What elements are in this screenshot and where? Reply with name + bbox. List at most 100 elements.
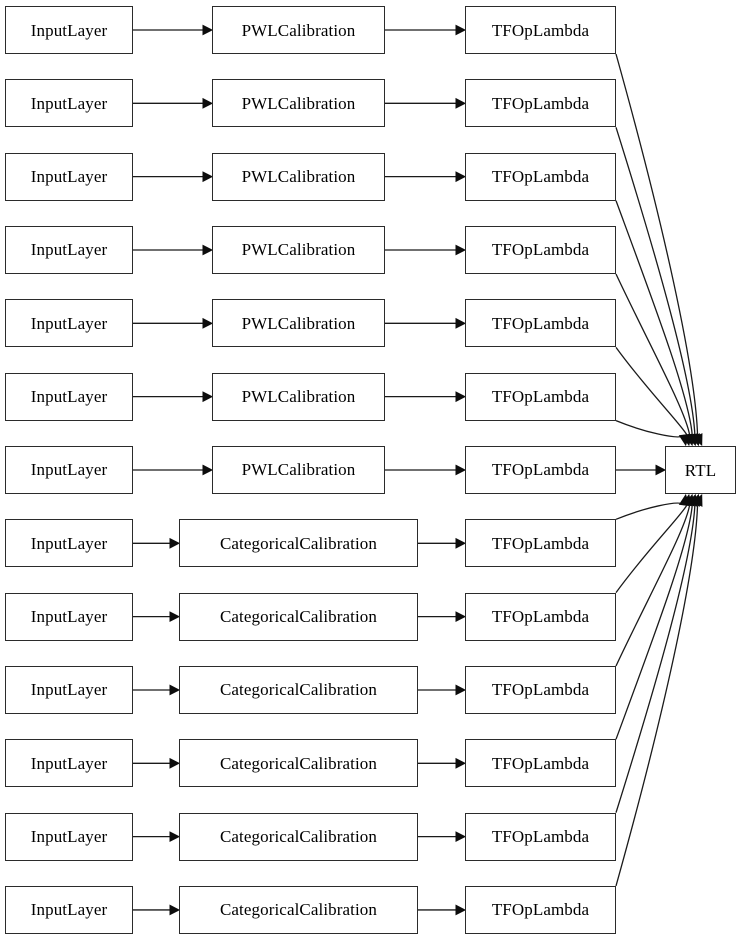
edge-tfoplambda-to-rtl-1-arrowhead — [689, 433, 700, 447]
edge-tfoplambda-to-rtl-8-arrowhead — [681, 493, 693, 507]
node-input-layer-6[interactable]: InputLayer — [5, 445, 133, 494]
node-input-layer-2[interactable]: InputLayer — [5, 152, 133, 201]
edge-tfoplambda-to-rtl-7 — [615, 502, 685, 520]
node-input-layer-5[interactable]: InputLayer — [5, 372, 133, 421]
node-tfoplambda-11[interactable]: TFOpLambda — [465, 812, 616, 861]
edge-tfoplambda-to-rtl-11-arrowhead — [689, 493, 700, 507]
edge-tfoplambda-to-rtl-10-arrowhead — [686, 493, 698, 507]
node-categorical-calibration-8-label: CategoricalCalibration — [219, 607, 378, 627]
node-pwl-calibration-0[interactable]: PWLCalibration — [212, 6, 385, 54]
node-input-layer-4-label: InputLayer — [30, 313, 108, 333]
node-pwl-calibration-5-label: PWLCalibration — [241, 387, 356, 407]
node-tfoplambda-6-label: TFOpLambda — [491, 460, 590, 480]
node-input-layer-0[interactable]: InputLayer — [5, 6, 133, 54]
node-tfoplambda-4[interactable]: TFOpLambda — [465, 299, 616, 348]
node-input-layer-3[interactable]: InputLayer — [5, 225, 133, 274]
node-input-layer-9-label: InputLayer — [30, 680, 108, 700]
edge-calibration-to-tfoplambda-8-arrowhead — [455, 611, 467, 623]
edge-tfoplambda-to-rtl-10 — [615, 504, 693, 740]
node-tfoplambda-0[interactable]: TFOpLambda — [465, 6, 616, 54]
node-categorical-calibration-11[interactable]: CategoricalCalibration — [179, 812, 418, 861]
node-tfoplambda-9[interactable]: TFOpLambda — [465, 665, 616, 714]
edge-tfoplambda-to-rtl-0-arrowhead — [692, 433, 703, 447]
edge-tfoplambda-to-rtl-3-arrowhead — [684, 433, 695, 447]
edge-tfoplambda-to-rtl-9 — [615, 504, 691, 667]
edge-tfoplambda-to-rtl-6-arrowhead — [655, 464, 667, 476]
node-pwl-calibration-1[interactable]: PWLCalibration — [212, 79, 385, 128]
edge-tfoplambda-to-rtl-2 — [615, 200, 693, 436]
node-input-layer-1[interactable]: InputLayer — [5, 79, 133, 128]
edge-input-to-calibration-9-arrowhead — [169, 684, 181, 696]
node-tfoplambda-12[interactable]: TFOpLambda — [465, 885, 616, 934]
node-input-layer-5-label: InputLayer — [30, 387, 108, 407]
node-tfoplambda-11-label: TFOpLambda — [491, 827, 590, 847]
edge-tfoplambda-to-rtl-4-arrowhead — [681, 433, 693, 447]
node-tfoplambda-3[interactable]: TFOpLambda — [465, 225, 616, 274]
edge-calibration-to-tfoplambda-9-arrowhead — [455, 684, 467, 696]
edge-tfoplambda-to-rtl-5-arrowhead — [678, 433, 690, 447]
edge-tfoplambda-to-rtl-11 — [615, 504, 696, 813]
edge-tfoplambda-to-rtl-5 — [615, 420, 685, 438]
node-categorical-calibration-11-label: CategoricalCalibration — [219, 827, 378, 847]
node-input-layer-10[interactable]: InputLayer — [5, 739, 133, 788]
node-rtl[interactable]: RTL — [665, 446, 736, 494]
node-input-layer-7[interactable]: InputLayer — [5, 519, 133, 568]
node-categorical-calibration-9-label: CategoricalCalibration — [219, 680, 378, 700]
node-tfoplambda-1-label: TFOpLambda — [491, 93, 590, 113]
node-categorical-calibration-9[interactable]: CategoricalCalibration — [179, 665, 418, 714]
node-tfoplambda-2[interactable]: TFOpLambda — [465, 152, 616, 201]
node-input-layer-6-label: InputLayer — [30, 460, 108, 480]
node-tfoplambda-1[interactable]: TFOpLambda — [465, 79, 616, 128]
node-tfoplambda-9-label: TFOpLambda — [491, 680, 590, 700]
node-input-layer-12[interactable]: InputLayer — [5, 885, 133, 934]
edge-input-to-calibration-5-arrowhead — [202, 391, 214, 403]
node-categorical-calibration-10-label: CategoricalCalibration — [219, 753, 378, 773]
node-input-layer-9[interactable]: InputLayer — [5, 665, 133, 714]
node-tfoplambda-7[interactable]: TFOpLambda — [465, 519, 616, 568]
node-tfoplambda-12-label: TFOpLambda — [491, 900, 590, 920]
node-input-layer-0-label: InputLayer — [30, 20, 108, 40]
edge-input-to-calibration-4-arrowhead — [202, 317, 214, 329]
node-tfoplambda-4-label: TFOpLambda — [491, 313, 590, 333]
node-pwl-calibration-3-label: PWLCalibration — [241, 240, 356, 260]
node-rtl-label: RTL — [684, 460, 717, 480]
node-tfoplambda-3-label: TFOpLambda — [491, 240, 590, 260]
node-tfoplambda-8-label: TFOpLambda — [491, 607, 590, 627]
node-tfoplambda-5[interactable]: TFOpLambda — [465, 372, 616, 421]
node-pwl-calibration-3[interactable]: PWLCalibration — [212, 225, 385, 274]
edge-calibration-to-tfoplambda-5-arrowhead — [455, 391, 467, 403]
node-input-layer-4[interactable]: InputLayer — [5, 299, 133, 348]
node-input-layer-3-label: InputLayer — [30, 240, 108, 260]
node-pwl-calibration-2[interactable]: PWLCalibration — [212, 152, 385, 201]
edge-input-to-calibration-0-arrowhead — [202, 24, 214, 36]
node-pwl-calibration-4-label: PWLCalibration — [241, 313, 356, 333]
edge-tfoplambda-to-rtl-1 — [615, 127, 696, 436]
node-tfoplambda-10[interactable]: TFOpLambda — [465, 739, 616, 788]
node-tfoplambda-8[interactable]: TFOpLambda — [465, 592, 616, 641]
edge-calibration-to-tfoplambda-4-arrowhead — [455, 317, 467, 329]
node-categorical-calibration-12[interactable]: CategoricalCalibration — [179, 885, 418, 934]
node-categorical-calibration-7[interactable]: CategoricalCalibration — [179, 519, 418, 568]
node-pwl-calibration-5[interactable]: PWLCalibration — [212, 372, 385, 421]
node-tfoplambda-0-label: TFOpLambda — [491, 20, 590, 40]
node-tfoplambda-5-label: TFOpLambda — [491, 387, 590, 407]
node-input-layer-12-label: InputLayer — [30, 900, 108, 920]
node-input-layer-1-label: InputLayer — [30, 93, 108, 113]
node-input-layer-2-label: InputLayer — [30, 167, 108, 187]
node-pwl-calibration-6[interactable]: PWLCalibration — [212, 445, 385, 494]
edge-calibration-to-tfoplambda-1-arrowhead — [455, 97, 467, 109]
edge-tfoplambda-to-rtl-9-arrowhead — [684, 493, 695, 507]
node-categorical-calibration-10[interactable]: CategoricalCalibration — [179, 739, 418, 788]
node-tfoplambda-6[interactable]: TFOpLambda — [465, 445, 616, 494]
node-input-layer-8[interactable]: InputLayer — [5, 592, 133, 641]
node-input-layer-11[interactable]: InputLayer — [5, 812, 133, 861]
edge-tfoplambda-to-rtl-2-arrowhead — [686, 433, 698, 447]
node-categorical-calibration-8[interactable]: CategoricalCalibration — [179, 592, 418, 641]
node-pwl-calibration-4[interactable]: PWLCalibration — [212, 299, 385, 348]
edge-tfoplambda-to-rtl-12-arrowhead — [692, 493, 703, 507]
edge-input-to-calibration-3-arrowhead — [202, 244, 214, 256]
edge-calibration-to-tfoplambda-11-arrowhead — [455, 831, 467, 843]
edge-input-to-calibration-8-arrowhead — [169, 611, 181, 623]
node-input-layer-7-label: InputLayer — [30, 533, 108, 553]
node-categorical-calibration-7-label: CategoricalCalibration — [219, 533, 378, 553]
